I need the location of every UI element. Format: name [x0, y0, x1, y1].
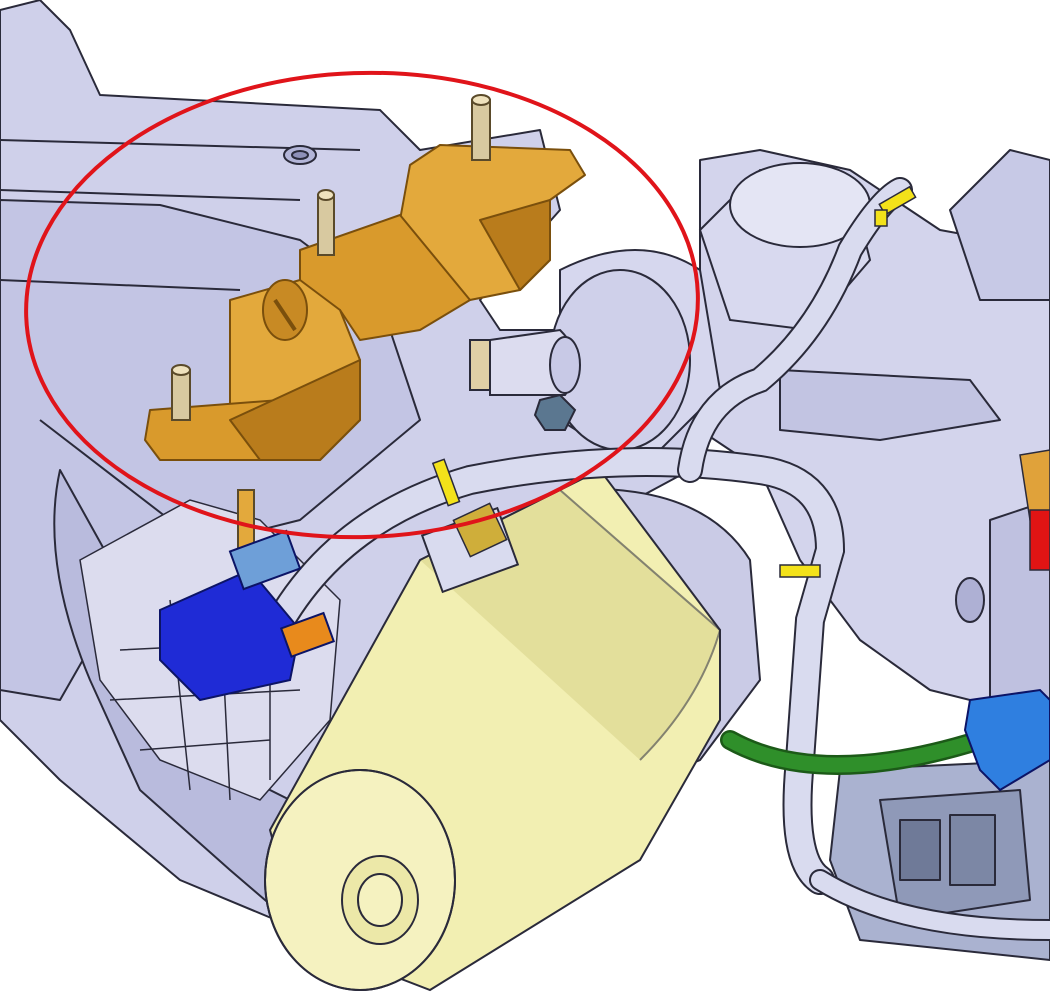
electrical-connector [159, 529, 1050, 792]
red-component [1019, 449, 1050, 571]
pivot-bolt [469, 328, 581, 431]
wiring-harness [255, 177, 1050, 941]
mounting-studs [171, 94, 491, 551]
mounting-bracket [144, 144, 586, 461]
upper-cylinder [549, 162, 872, 472]
highlight-ellipse [24, 70, 700, 540]
